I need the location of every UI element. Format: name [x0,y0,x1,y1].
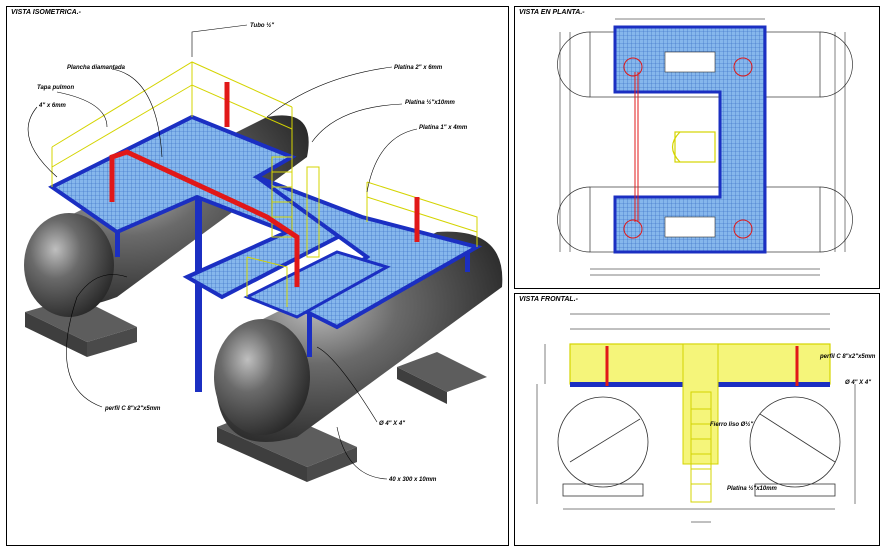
plan-drawing [557,18,853,276]
front-label-platina: Platina ½"x10mm [727,485,778,492]
plan-dimension-lines [559,18,846,276]
label-tubo: Tubo ½" [250,22,274,29]
handrails [51,61,478,307]
label-platina2: Platina 2" x 6mm [394,65,443,71]
plan-platform [613,25,767,254]
isometric-view-panel: VISTA ISOMETRICA.- [6,6,509,546]
front-view-panel: VISTA FRONTAL.- [514,293,880,546]
label-platina-half: Platina ½"x10mm [405,99,456,106]
plan-view-title: VISTA EN PLANTA.- [519,9,585,16]
label-4x6: 4" x 6mm [38,103,67,109]
front-tanks [557,396,841,497]
support-columns [115,197,470,392]
tank-front-right [214,231,503,442]
front-dimension-lines [536,313,856,523]
leader-lines [27,24,418,480]
label-dim40: 40 x 300 x 10mm [388,477,437,483]
label-o4x4: Ø 4" X 4" [379,421,405,427]
front-drawing: perfil C 8"x2"x5mm Ø 4" X 4" Fierro liso… [536,313,876,523]
red-pipe [109,82,420,287]
plan-details [623,51,753,239]
front-view-title: VISTA FRONTAL.- [519,296,578,303]
label-perfil: perfil C 8"x2"x5mm [104,406,161,412]
label-plancha: Plancha diamantada [67,65,126,71]
front-label-o4x4: Ø 4" X 4" [845,380,871,386]
label-platina1: Platina 1" x 4mm [419,125,468,131]
label-tapa: Tapa pulmon [37,85,74,91]
isometric-drawing: Tubo ½" Plancha diamantada Tapa pulmon 4… [24,22,503,483]
isometric-view-title: VISTA ISOMETRICA.- [11,9,81,16]
platform [48,114,483,330]
front-platform [569,343,831,503]
plan-view-panel: VISTA EN PLANTA.- [514,6,880,289]
front-label-perfil: perfil C 8"x2"x5mm [819,354,876,360]
front-label-fierro: Fierro liso Ø½" [710,421,753,428]
front-ladder-rungs [691,408,711,485]
